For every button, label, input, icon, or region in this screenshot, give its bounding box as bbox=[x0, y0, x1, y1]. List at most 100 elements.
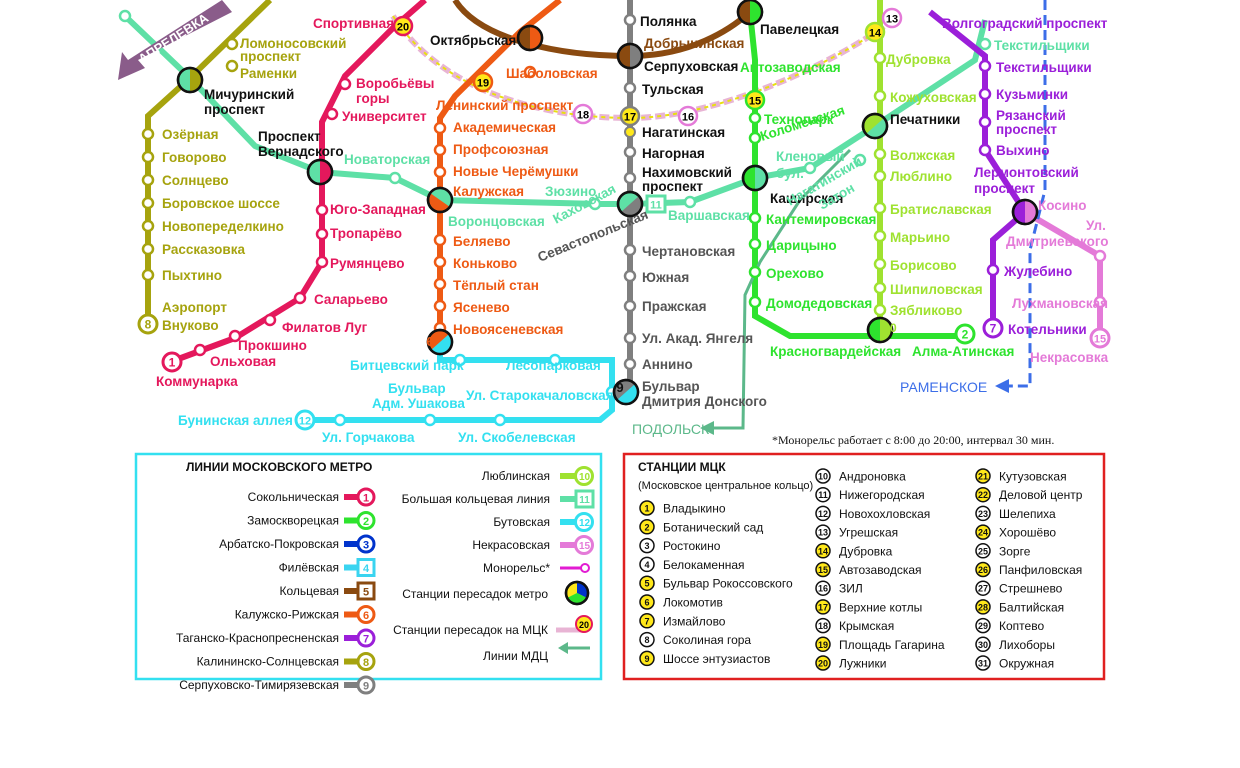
station-label-ul-dmitrievskogo-2[interactable]: Дмитриевского bbox=[1006, 234, 1109, 249]
station-label-donskogo-2[interactable]: Дмитрия Донского bbox=[642, 394, 767, 409]
station-label-universitet[interactable]: Университет bbox=[342, 109, 427, 124]
station-label-lesoparkovaya[interactable]: Лесопарковая bbox=[506, 358, 601, 373]
station-label-tekhnopark[interactable]: Технопарк bbox=[764, 112, 834, 127]
station-label-lomonosovsky-2[interactable]: проспект bbox=[240, 49, 301, 64]
mck-badge-14[interactable]: 14 bbox=[864, 21, 886, 43]
station-label-oktyabrskaya[interactable]: Октябрьская bbox=[430, 33, 516, 48]
station-label-krasnogvardeyskaya[interactable]: Красногвардейская bbox=[770, 344, 901, 359]
station-label-kosino[interactable]: Косино bbox=[1038, 198, 1087, 213]
station-label-rumyantsevo[interactable]: Румянцево bbox=[330, 256, 405, 271]
mck-badge-20[interactable]: 20 bbox=[392, 15, 414, 37]
station-label-dubrovka[interactable]: Дубровка bbox=[886, 52, 951, 67]
station-label-michurinsky-1[interactable]: Мичуринский bbox=[204, 87, 294, 102]
station-label-tekstilshchiki-a[interactable]: Текстильщики bbox=[994, 38, 1090, 53]
station-label-bulvar-ushakova-1[interactable]: Бульвар bbox=[388, 381, 446, 396]
station-label-dobryninskaya[interactable]: Добрынинская bbox=[644, 36, 744, 51]
station-label-bratislavskaya[interactable]: Братиславская bbox=[890, 202, 992, 217]
transfer-kosino[interactable] bbox=[1011, 198, 1039, 226]
station-label-prokshino[interactable]: Прокшино bbox=[238, 338, 307, 353]
station-label-nakhimovsky-2[interactable]: проспект bbox=[642, 179, 703, 194]
station-label-pykhtino[interactable]: Пыхтино bbox=[162, 268, 222, 283]
station-label-klenovy-1[interactable]: Кленовый bbox=[776, 149, 845, 164]
station-label-domodedovskaya[interactable]: Домодедовская bbox=[766, 296, 872, 311]
legend-line-row[interactable]: Монорельс* bbox=[483, 561, 590, 575]
station-label-prospekt-vernadskogo-1[interactable]: Проспект bbox=[258, 129, 321, 144]
station-label-lermontovsky-2[interactable]: проспект bbox=[974, 181, 1035, 196]
station-label-novoyasenevskaya[interactable]: Новоясеневская bbox=[453, 322, 563, 337]
station-label-novoperedelkino[interactable]: Новопеределкино bbox=[162, 219, 284, 234]
mck-badge-17[interactable]: 17 bbox=[619, 105, 641, 127]
station-label-polyanka[interactable]: Полянка bbox=[640, 14, 697, 29]
station-label-maryino[interactable]: Марьино bbox=[890, 230, 950, 245]
station-label-shipilovskaya[interactable]: Шипиловская bbox=[890, 282, 983, 297]
station-label-salaryevo[interactable]: Саларьево bbox=[314, 292, 388, 307]
station-label-tulskaya[interactable]: Тульская bbox=[642, 82, 704, 97]
station-label-solntsevo[interactable]: Солнцево bbox=[162, 173, 229, 188]
station-label-chertanovskaya[interactable]: Чертановская bbox=[642, 244, 735, 259]
station-label-filatov-lug[interactable]: Филатов Луг bbox=[282, 320, 368, 335]
station-label-klenovy-2[interactable]: бул. bbox=[776, 166, 804, 181]
station-label-novye-cheryomushki[interactable]: Новые Черёмушки bbox=[453, 164, 578, 179]
station-label-vorobyovy-2[interactable]: горы bbox=[356, 91, 389, 106]
station-label-pechatniki[interactable]: Печатники bbox=[890, 112, 960, 127]
station-label-vorobyovy-1[interactable]: Воробьёвы bbox=[356, 76, 434, 91]
station-label-paveletskaya[interactable]: Павелецкая bbox=[760, 22, 839, 37]
station-label-buninskaya[interactable]: Бунинская аллея bbox=[178, 413, 293, 428]
station-label-orekhovo[interactable]: Орехово bbox=[766, 266, 824, 281]
station-label-yangelya[interactable]: Ул. Акад. Янгеля bbox=[642, 331, 753, 346]
station-label-yasenevo[interactable]: Ясенево bbox=[453, 300, 510, 315]
station-label-nekrasovka[interactable]: Некрасовка bbox=[1030, 350, 1109, 365]
station-label-ozyornaya[interactable]: Озёрная bbox=[162, 127, 219, 142]
map-badge-line-11[interactable]: 11 bbox=[645, 194, 667, 214]
station-label-ul-starokachalovskaya[interactable]: Ул. Старокачаловская bbox=[466, 388, 614, 403]
map-badge-line-8[interactable]: 8 bbox=[137, 313, 159, 335]
station-label-tyoply-stan[interactable]: Тёплый стан bbox=[453, 278, 539, 293]
station-label-belyaevo[interactable]: Беляево bbox=[453, 234, 511, 249]
station-label-ramenki[interactable]: Раменки bbox=[240, 66, 297, 81]
station-label-kuzminki[interactable]: Кузьминки bbox=[996, 87, 1068, 102]
transfer-pechatniki[interactable] bbox=[861, 112, 889, 140]
station-label-lomonosovsky-1[interactable]: Ломоносовский bbox=[240, 36, 346, 51]
station-label-ryazansky-1[interactable]: Рязанский bbox=[996, 108, 1066, 123]
station-label-rasskazovka[interactable]: Рассказовка bbox=[162, 242, 245, 257]
station-label-nakhimovsky-1[interactable]: Нахимовский bbox=[642, 165, 732, 180]
station-label-vykhino[interactable]: Выхино bbox=[996, 143, 1050, 158]
mck-badge-15[interactable]: 15 bbox=[744, 89, 766, 111]
transfer-krasnogvardeyskaya[interactable] bbox=[866, 316, 894, 344]
station-label-yugo-zapadnaya[interactable]: Юго-Западная bbox=[330, 202, 426, 217]
station-label-olkhovaya[interactable]: Ольховая bbox=[210, 354, 276, 369]
station-label-aeroport[interactable]: Аэропорт bbox=[162, 300, 227, 315]
map-badge-line-9[interactable]: 9 bbox=[616, 380, 623, 395]
station-label-bitsevsky-park[interactable]: Битцевский парк bbox=[350, 358, 464, 373]
map-badge-line-1[interactable]: 1 bbox=[161, 351, 183, 373]
map-badge-line-2[interactable]: 2 bbox=[954, 323, 976, 345]
station-label-bulvar-ushakova-2[interactable]: Адм. Ушакова bbox=[372, 396, 465, 411]
station-label-prospekt-vernadskogo-2[interactable]: Вернадского bbox=[258, 144, 344, 159]
station-label-prazhskaya[interactable]: Пражская bbox=[642, 299, 707, 314]
